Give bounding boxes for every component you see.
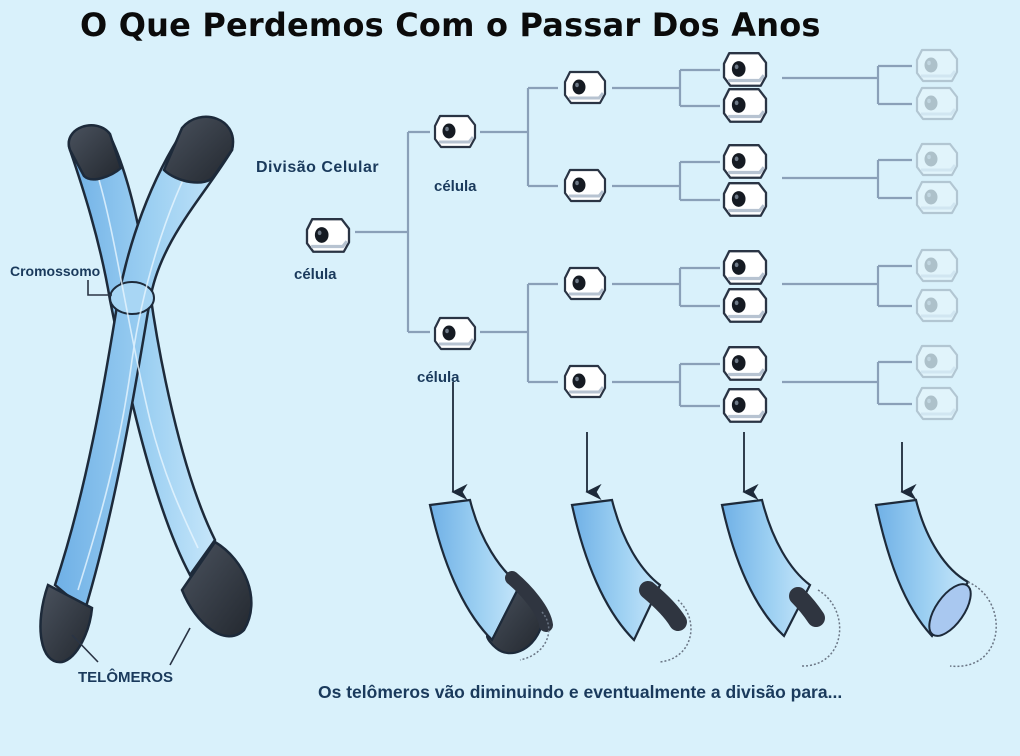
chromosome-leader-line bbox=[87, 280, 112, 296]
page-title: O Que Perdemos Com o Passar Dos Anos bbox=[80, 6, 821, 44]
cell-gen4-faded bbox=[915, 344, 959, 379]
cell-gen3 bbox=[722, 387, 768, 424]
telomere-cap-top-left bbox=[67, 124, 123, 181]
chromosome bbox=[39, 115, 253, 666]
cell-gen4-faded bbox=[915, 288, 959, 323]
cell-gen2 bbox=[563, 364, 607, 399]
cell-division-label: Divisão Celular bbox=[256, 159, 380, 176]
telomere-cap-top-right bbox=[162, 115, 235, 184]
cell-gen1-bottom bbox=[433, 316, 477, 351]
division-tree-lines bbox=[355, 64, 912, 408]
cell-gen3 bbox=[722, 287, 768, 324]
telomere-cap-bottom-right bbox=[180, 540, 253, 638]
chromatid-end-stage-1 bbox=[428, 498, 553, 661]
telomeres-label: TELÔMEROS bbox=[78, 669, 174, 686]
cell-gen3 bbox=[722, 143, 768, 180]
chromosome-label: Cromossomo bbox=[10, 263, 101, 279]
cell-gen3 bbox=[722, 181, 768, 218]
chromatid-end-stage-3 bbox=[720, 498, 841, 667]
cell-gen4-faded bbox=[915, 142, 959, 177]
cell-gen3 bbox=[722, 249, 768, 286]
telomere-leader-lines bbox=[71, 627, 191, 666]
centromere bbox=[109, 281, 155, 315]
cell-root-label: célula bbox=[294, 266, 337, 283]
cell-gen2 bbox=[563, 168, 607, 203]
cell-gen4-faded bbox=[915, 386, 959, 421]
cell-gen4-faded bbox=[915, 180, 959, 215]
cell-gen3 bbox=[722, 87, 768, 124]
cell-gen2 bbox=[563, 70, 607, 105]
cell-bottom-label: célula bbox=[417, 369, 460, 386]
cell-gen2 bbox=[563, 266, 607, 301]
cell-gen3 bbox=[722, 51, 768, 88]
chromatid-end-stage-2 bbox=[570, 498, 692, 663]
caption: Os telômeros vão diminuindo e eventualme… bbox=[318, 682, 843, 702]
cell-gen3 bbox=[722, 345, 768, 382]
down-arrows bbox=[451, 382, 917, 501]
chromatid-end-stage-4 bbox=[874, 498, 997, 667]
cell-gen4-faded bbox=[915, 86, 959, 121]
cell-top-label: célula bbox=[434, 178, 477, 195]
cell-gen4-faded bbox=[915, 48, 959, 83]
cells bbox=[305, 48, 959, 424]
cell-gen4-faded bbox=[915, 248, 959, 283]
cell-root bbox=[305, 217, 351, 254]
cell-gen1-top bbox=[433, 114, 477, 149]
